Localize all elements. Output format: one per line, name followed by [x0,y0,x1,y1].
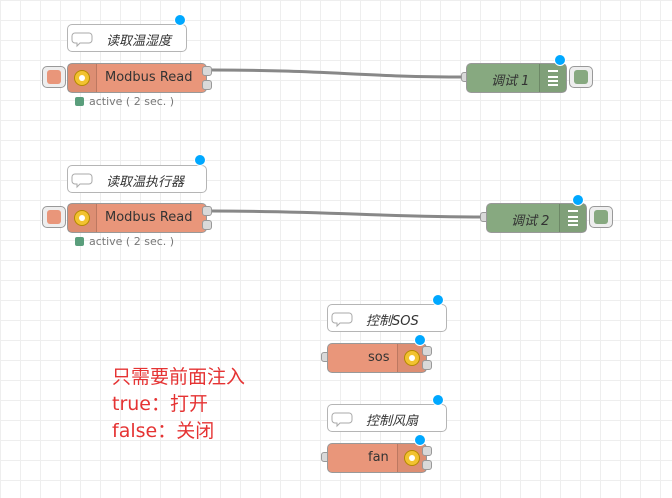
note-line-1: 只需要前面注入 [112,366,246,388]
gear-icon [74,210,90,226]
status-text: active ( 2 sec. ) [89,235,175,248]
node-label: Modbus Read [105,70,193,85]
comment-label: 读取温湿度 [106,34,172,49]
status-dot [75,237,84,246]
status-indicator: active ( 2 sec. ) [75,235,174,248]
comment-label: 控制风扇 [366,414,419,429]
status-dot [75,97,84,106]
output-port-1[interactable] [202,66,212,76]
node-label: sos [368,350,390,365]
note-line-3: false：关闭 [112,420,215,442]
debug-2-toggle-button[interactable] [589,206,613,228]
speech-bubble-icon [68,25,98,51]
comment-node-control-fan[interactable]: 控制风扇 [327,404,447,432]
changed-indicator-dot [432,394,444,406]
gear-icon [404,450,420,466]
changed-indicator-dot [174,14,186,26]
speech-bubble-icon [328,305,358,331]
changed-indicator-dot [414,434,426,446]
comment-label: 控制SOS [366,314,419,329]
status-indicator: active ( 2 sec. ) [75,95,174,108]
comment-node-read-temp-actuator[interactable]: 读取温执行器 [67,165,207,193]
comment-node-control-sos[interactable]: 控制SOS [327,304,447,332]
modbus-read-node-1[interactable]: Modbus Read [67,63,207,93]
changed-indicator-dot [554,54,566,66]
node-label: 调试 1 [491,74,530,89]
debug-1-toggle-button[interactable] [569,66,593,88]
node-label: 调试 2 [511,214,550,229]
modbus-read-1-button[interactable] [42,66,66,88]
changed-indicator-dot [414,334,426,346]
inject-node-sos[interactable]: sos [327,343,427,373]
output-port-2[interactable] [422,460,432,470]
list-icon [548,70,558,86]
changed-indicator-dot [194,154,206,166]
gear-icon [404,350,420,366]
status-text: active ( 2 sec. ) [89,95,175,108]
note-line-2: true：打开 [112,393,208,415]
output-port-2[interactable] [202,80,212,90]
speech-bubble-icon [328,405,358,431]
gear-icon [74,70,90,86]
output-port-1[interactable] [422,346,432,356]
debug-node-1[interactable]: 调试 1 [466,63,567,93]
modbus-read-node-2[interactable]: Modbus Read [67,203,207,233]
output-port-1[interactable] [202,206,212,216]
speech-bubble-icon [68,166,98,192]
inject-node-fan[interactable]: fan [327,443,427,473]
output-port-2[interactable] [422,360,432,370]
debug-node-2[interactable]: 调试 2 [486,203,587,233]
output-port-2[interactable] [202,220,212,230]
list-icon [568,210,578,226]
output-port-1[interactable] [422,446,432,456]
node-label: Modbus Read [105,210,193,225]
comment-label: 读取温执行器 [106,175,185,190]
changed-indicator-dot [432,294,444,306]
node-label: fan [368,450,389,465]
comment-node-read-temp-humidity[interactable]: 读取温湿度 [67,24,187,52]
modbus-read-2-button[interactable] [42,206,66,228]
changed-indicator-dot [572,194,584,206]
